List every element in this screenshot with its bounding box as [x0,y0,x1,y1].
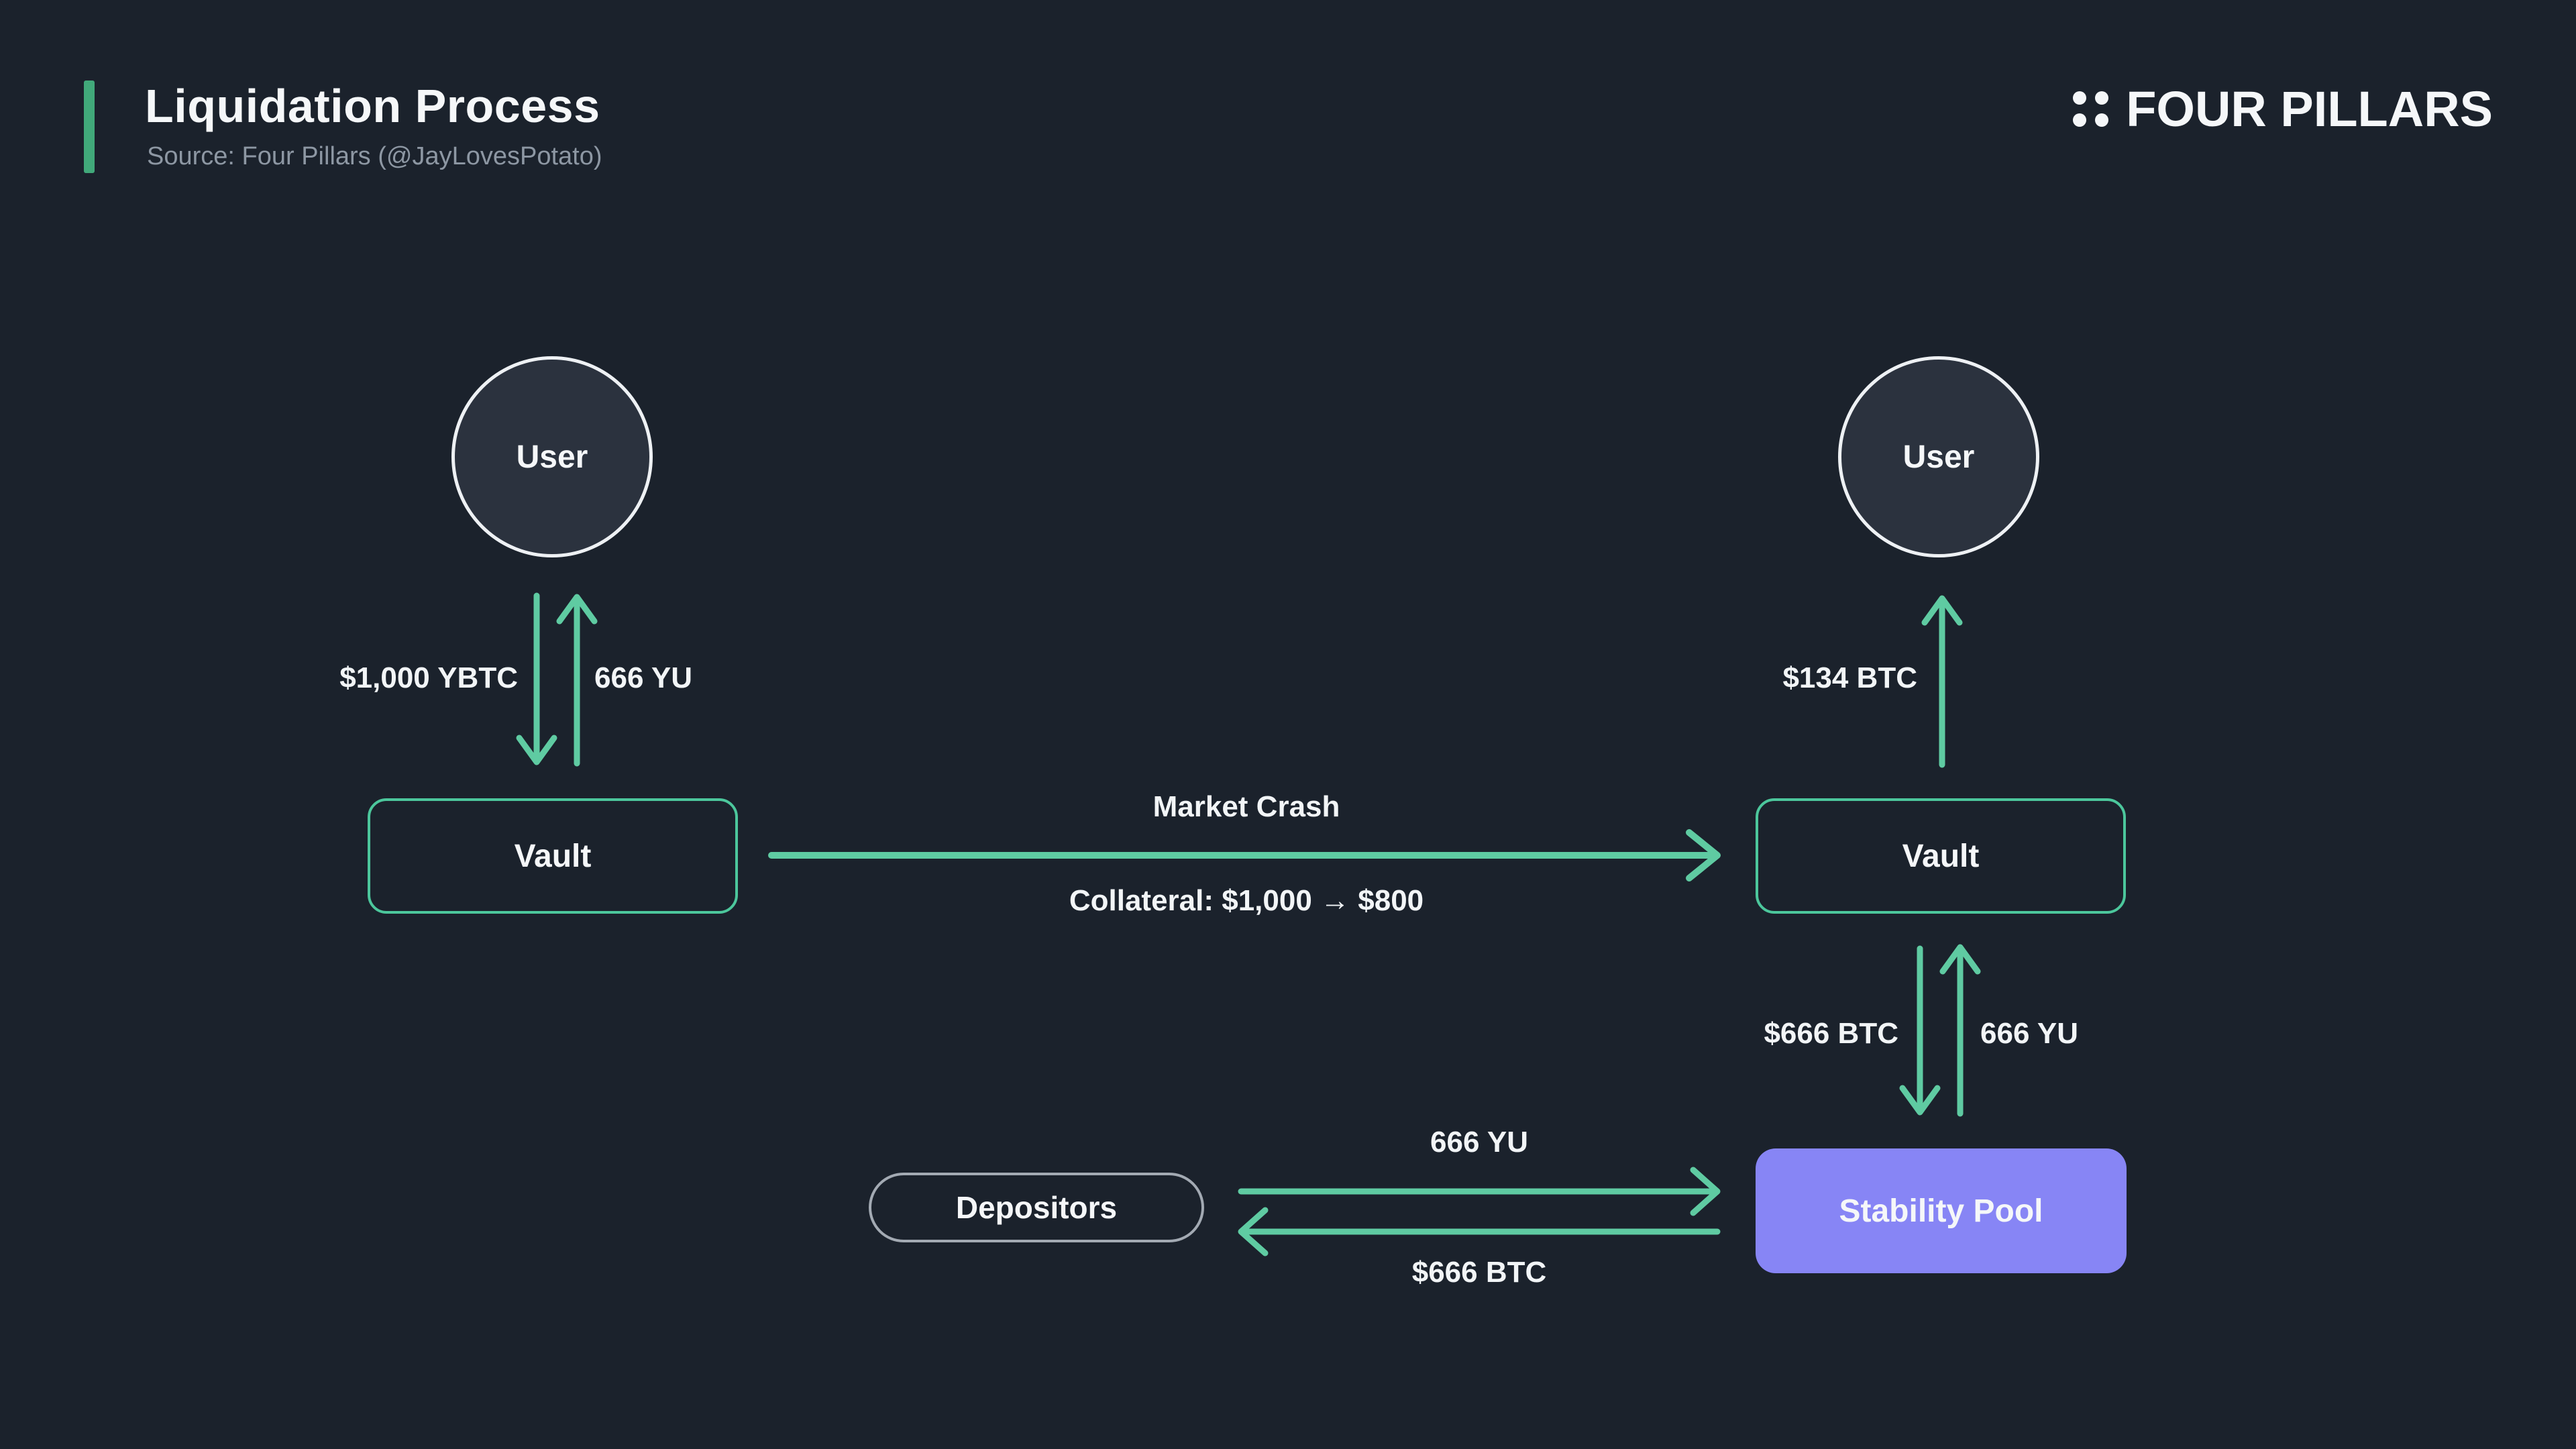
node-depositors: Depositors [869,1173,1204,1242]
dot-icon [2073,113,2087,127]
label-btc-remainder: $134 BTC [1782,661,1917,694]
label-collateral-deposit: $1,000 YBTC [339,661,518,694]
arrow-vault-to-user-left [556,594,598,767]
arrow-user-to-vault-left [516,592,557,765]
page-title: Liquidation Process [145,80,600,132]
arrow-market-crash [768,829,1721,881]
node-user-right: User [1838,356,2039,557]
brand-name: FOUR PILLARS [2126,81,2493,137]
arrow-pool-to-vault [1939,944,1981,1117]
arrow-vault-to-user-right [1921,595,1963,768]
dot-icon [2095,91,2109,105]
dot-icon [2095,113,2109,127]
node-vault-left: Vault [368,798,738,914]
label-collateral-drop: Collateral: $1,000 → $800 [1069,884,1424,917]
label-yu-deposit: 666 YU [1430,1126,1528,1159]
label-btc-to-pool: $666 BTC [1764,1017,1898,1050]
four-dots-icon [2073,91,2109,127]
node-stability-pool: Stability Pool [1756,1148,2127,1273]
node-vault-right: Vault [1756,798,2126,914]
source-attribution: Source: Four Pillars (@JayLovesPotato) [147,142,602,170]
label-yu-burned: 666 YU [1980,1017,2078,1050]
node-user-left: User [451,356,653,557]
label-btc-reward: $666 BTC [1411,1256,1547,1289]
label-market-crash: Market Crash [1152,790,1340,823]
arrow-depositors-to-pool [1238,1167,1721,1216]
label-yu-minted: 666 YU [594,661,692,694]
arrow-pool-to-depositors [1238,1207,1721,1256]
arrow-vault-to-pool [1899,945,1941,1116]
title-accent-bar [84,80,95,173]
brand-logo: FOUR PILLARS [2073,80,2493,138]
dot-icon [2073,91,2087,105]
